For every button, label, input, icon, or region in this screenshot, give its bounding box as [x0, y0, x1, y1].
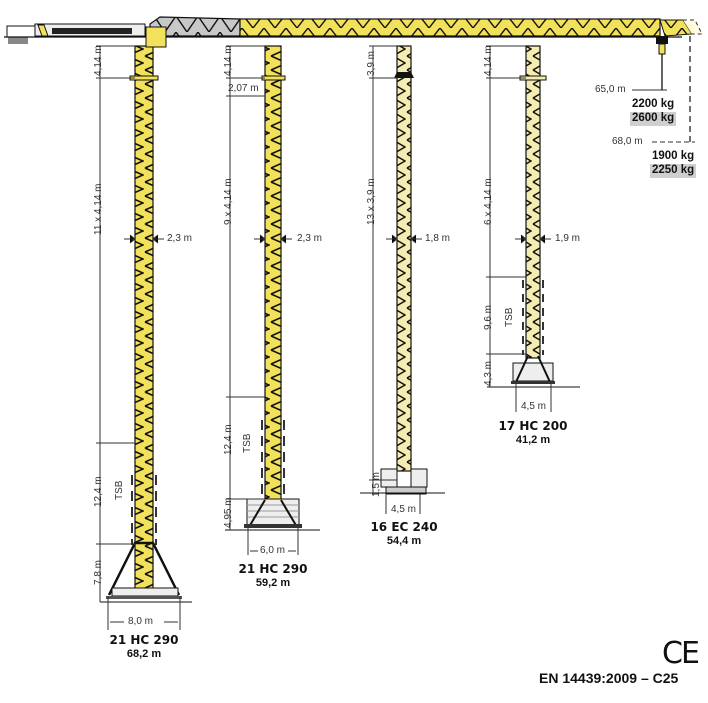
- crane-4-mast-width: 1,9 m: [555, 233, 581, 244]
- crane-2-model: 21 HC 290: [238, 562, 308, 576]
- crane-4-top-section: 4,14 m: [483, 45, 494, 76]
- crane-3-mast-sections: 13 x 3,9 m: [366, 178, 377, 225]
- crane-1-tsb-label: TSB: [114, 480, 125, 500]
- crane-2-mast-width: 2,3 m: [297, 233, 323, 244]
- crane-2-mast-sections: 9 x 4,14 m: [223, 178, 234, 225]
- crane-2-caption: 21 HC 290 59,2 m: [233, 562, 313, 589]
- crane-2-height: 59,2 m: [255, 576, 291, 589]
- crane-3-caption: 16 EC 240 54,4 m: [364, 520, 444, 547]
- crane-2-base-height: 4,95 m: [223, 497, 234, 528]
- crane-4-tsb-height: 9,6 m: [483, 304, 494, 330]
- crane-4-base-width: 4,5 m: [521, 401, 547, 412]
- jib-load-1a: 2200 kg: [632, 98, 675, 110]
- crane-2-top-section: 4,14 m: [223, 45, 234, 76]
- crane-2-mast: [225, 45, 320, 531]
- jib-load-2b: 2250 kg: [650, 164, 697, 178]
- crane-1-model: 21 HC 290: [109, 633, 179, 647]
- crane-4-mast: [487, 45, 580, 388]
- crane-1-mast-width: 2,3 m: [167, 233, 193, 244]
- norm-label: EN 14439:2009 – C25: [539, 670, 679, 686]
- crane-4-mast-sections: 6 x 4,14 m: [483, 178, 494, 225]
- crane-2-base-width: 6,0 m: [260, 545, 286, 556]
- crane-1-caption: 21 HC 290 68,2 m: [104, 633, 184, 660]
- ce-mark: CE: [662, 636, 700, 671]
- crane-3-mast-width: 1,8 m: [425, 233, 451, 244]
- crane-4-caption: 17 HC 200 41,2 m: [493, 419, 573, 446]
- crane-1-top-section: 4,14 m: [93, 45, 104, 76]
- crane-1-mast: [100, 26, 192, 603]
- jib-load-2a: 1900 kg: [652, 150, 695, 162]
- crane-3-height: 54,4 m: [386, 534, 422, 547]
- jib: [4, 16, 703, 145]
- crane-1-mast-sections: 11 x 4,14 m: [93, 183, 104, 235]
- jib-radius-1: 65,0 m: [595, 84, 626, 95]
- crane-4-base-height: 4,3 m: [483, 360, 494, 386]
- crane-3-base-height: 1,5 m: [371, 471, 382, 497]
- crane-4-tsb-label: TSB: [504, 307, 515, 327]
- crane-3-mast: [360, 45, 445, 495]
- jib-load-1b: 2600 kg: [630, 112, 677, 126]
- crane-1-base-height: 7,8 m: [93, 559, 104, 585]
- crane-3-model: 16 EC 240: [370, 520, 438, 534]
- crane-3-base-width: 4,5 m: [391, 504, 417, 515]
- crane-2-half-section: 2,07 m: [228, 83, 259, 94]
- crane-4-model: 17 HC 200: [498, 419, 568, 433]
- crane-1-base-width: 8,0 m: [128, 616, 154, 627]
- crane-4-height: 41,2 m: [515, 433, 551, 446]
- crane-2-tsb-height: 12,4 m: [223, 424, 234, 455]
- crane-2-tsb-label: TSB: [242, 433, 253, 453]
- crane-3-top-section: 3,9 m: [366, 50, 377, 76]
- jib-radius-2: 68,0 m: [612, 136, 643, 147]
- counter-jib: [6, 23, 146, 44]
- dimension-lines: [96, 45, 695, 630]
- crane-1-height: 68,2 m: [126, 647, 162, 660]
- crane-1-tsb-height: 12,4 m: [93, 476, 104, 507]
